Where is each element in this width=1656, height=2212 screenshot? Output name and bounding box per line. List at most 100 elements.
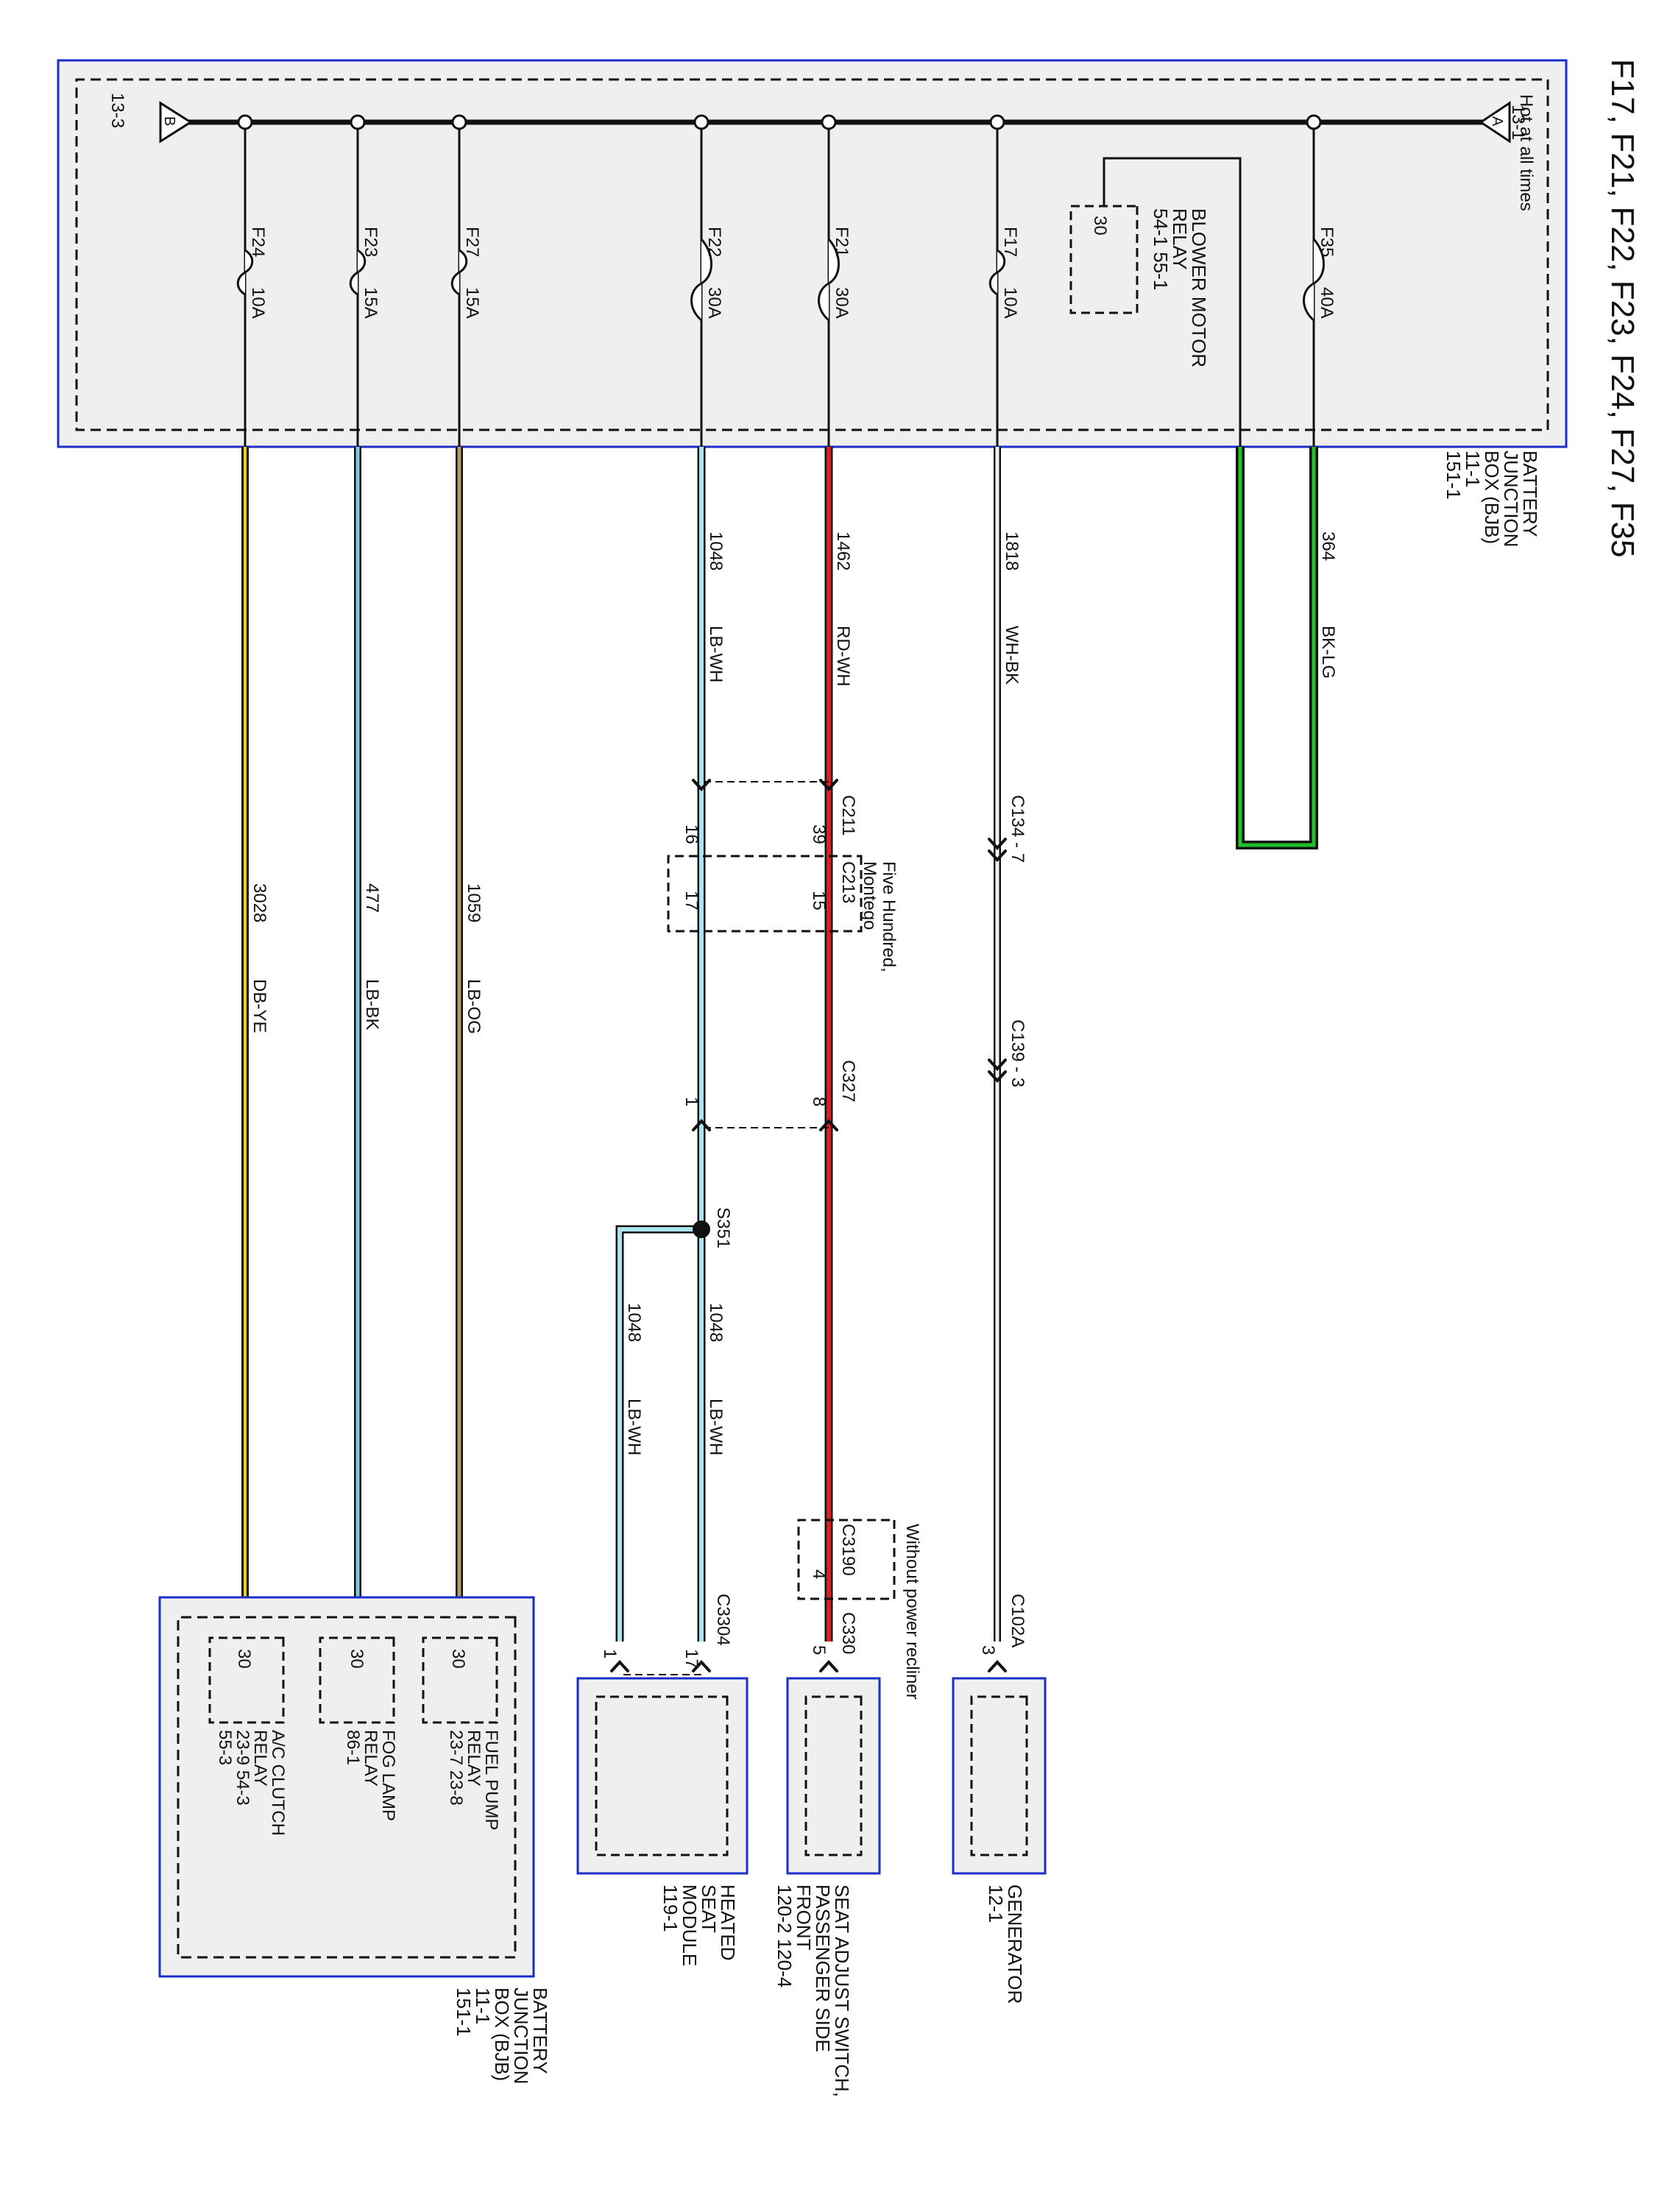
s351-label: S351 [713, 1207, 733, 1248]
relay-fuel-pump-pin: 30 [448, 1649, 468, 1669]
bjb-bottom-label: BATTERY JUNCTION BOX (BJB) 11-1 151-1 [453, 1987, 551, 2090]
c213-pin2: 17 [682, 891, 701, 911]
bus-flag-a-letter: A [1489, 116, 1505, 127]
bjb-top-label: BATTERY JUNCTION BOX (BJB) 11-1 151-1 [1443, 450, 1541, 553]
c211-pin2: 16 [682, 824, 701, 844]
bjb-bottom-box [158, 1596, 535, 1978]
bus-ref-right: 13-3 [107, 93, 127, 128]
rotated-diagram: F17, F21, F22, F23, F24, F27, F35 BATTER… [57, 59, 1641, 2102]
seat-switch-label: SEAT ADJUST SWITCH, PASSENGER SIDE FRONT… [774, 1884, 853, 2102]
blower-relay-label: BLOWER MOTOR RELAY 54-1 55-1 [1150, 208, 1210, 372]
bjb-top-inner [75, 78, 1549, 431]
seat-switch-box [786, 1677, 881, 1875]
relay-ac-clutch-label: A/C CLUTCH RELAY 23-9 54-3 55-3 [215, 1730, 288, 1841]
c3190-label: C3190 [838, 1524, 858, 1576]
fuse-id-f27: F27 [462, 227, 482, 257]
wire-1462-color: RD-WH [833, 626, 853, 687]
fuse-symbol-f23 [349, 249, 367, 296]
c134-mark [988, 838, 1007, 862]
c330-mark [819, 1660, 838, 1672]
bus-flag-b-letter: B [161, 116, 177, 126]
c213-label: C213 [838, 861, 858, 903]
fuse-amps-f17: 10A [1000, 287, 1020, 319]
bus-flag-a [1479, 101, 1511, 144]
fuse-symbol-f17 [988, 249, 1006, 296]
hot-at-all-times-label: Hot at all times [1516, 94, 1536, 211]
c139-mark [988, 1059, 1007, 1083]
bus-flag-b [159, 101, 193, 144]
split-wire-a-color: LB-WH [706, 1399, 726, 1455]
c211-pin1: 39 [809, 824, 829, 844]
wire-364 [1236, 447, 1318, 849]
c3304-label: C3304 [713, 1594, 733, 1646]
c211-label: C211 [838, 795, 858, 836]
tap-f17 [989, 114, 1005, 130]
wire-477-circuit: 477 [362, 883, 382, 913]
tap-f24 [237, 114, 253, 130]
c134-label: C134 - 7 [1008, 795, 1027, 863]
c330-pin: 5 [809, 1645, 829, 1655]
fuse-symbol-f21 [818, 238, 840, 322]
c213-note: Five Hundred, Montego [860, 861, 899, 977]
c327-pin1: 8 [809, 1097, 829, 1106]
c211-mark-1048 [692, 779, 711, 791]
relay-fog-lamp-pin: 30 [347, 1649, 367, 1669]
blower-relay-pin: 30 [1090, 216, 1110, 236]
fuse-symbol-f24 [236, 249, 254, 296]
relay-fog-lamp-label: FOG LAMP RELAY 86-1 [343, 1730, 398, 1826]
wire-3028-circuit: 3028 [250, 883, 269, 922]
tap-f23 [350, 114, 366, 130]
fuse-symbol-f22 [690, 238, 712, 322]
wire-1462-circuit: 1462 [833, 531, 853, 570]
tap-f22 [693, 114, 710, 130]
c102a-mark [988, 1660, 1007, 1672]
heated-seat-label: HEATED SEAT MODULE 119-1 [659, 1884, 739, 1971]
c139-label: C139 - 3 [1008, 1020, 1027, 1087]
split-wire-a-circuit: 1048 [706, 1303, 726, 1342]
generator-inner [970, 1695, 1028, 1856]
c330-label: C330 [838, 1612, 858, 1654]
wire-364-color: BK-LG [1318, 626, 1338, 679]
fuse-id-f17: F17 [1000, 227, 1020, 257]
c327-pin2: 1 [682, 1097, 701, 1106]
fuse-amps-f22: 30A [704, 287, 724, 319]
c3304-mark-a [692, 1660, 711, 1672]
wire-1059-circuit: 1059 [464, 883, 484, 922]
bjb-bottom-inner [177, 1616, 517, 1959]
wire-364-circuit: 364 [1318, 531, 1338, 561]
wire-3028-color: DB-YE [250, 979, 269, 1033]
tap-f27 [451, 114, 467, 130]
c3304-pin1: 17 [682, 1649, 701, 1669]
c213-box [667, 855, 863, 933]
splice-s351 [693, 1220, 710, 1238]
heated-seat-inner [595, 1695, 729, 1856]
fuse-symbol-f27 [450, 249, 468, 296]
fuse-id-f24: F24 [248, 227, 268, 257]
heated-seat-box [576, 1677, 749, 1875]
fuse-id-f35: F35 [1317, 227, 1337, 257]
tap-f21 [821, 114, 837, 130]
c3190-note: Without power recliner [902, 1524, 922, 1700]
wire-1059-color: LB-OG [464, 979, 484, 1034]
bjb-top-box [57, 59, 1568, 448]
relay-ac-clutch: 30 A/C CLUTCH RELAY 23-9 54-3 55-3 [208, 1636, 288, 1841]
wire-1048-color: LB-WH [706, 626, 726, 682]
fuse-amps-f24: 10A [248, 287, 268, 319]
fuse-symbols [236, 238, 1325, 322]
fuse-amps-f23: 15A [361, 287, 381, 319]
connector-ties [620, 781, 829, 1675]
fuse-id-f23: F23 [361, 227, 381, 257]
bus-ref-left: 13-1 [1508, 105, 1528, 140]
wire-477-color: LB-BK [362, 979, 382, 1030]
split-wire-b-circuit: 1048 [624, 1303, 644, 1342]
c327-label: C327 [838, 1060, 858, 1102]
fuse-symbol-f35 [1303, 238, 1325, 322]
blower-relay-lead [1103, 157, 1242, 447]
relay-ac-clutch-pin: 30 [234, 1649, 254, 1669]
fuse-amps-f35: 40A [1317, 287, 1337, 319]
fuse-id-f21: F21 [832, 227, 852, 257]
c3304-pin2: 1 [600, 1649, 620, 1658]
fuse-amps-f27: 15A [462, 287, 482, 319]
c3304-mark-b [610, 1660, 629, 1672]
wire-1048 [615, 447, 706, 1642]
